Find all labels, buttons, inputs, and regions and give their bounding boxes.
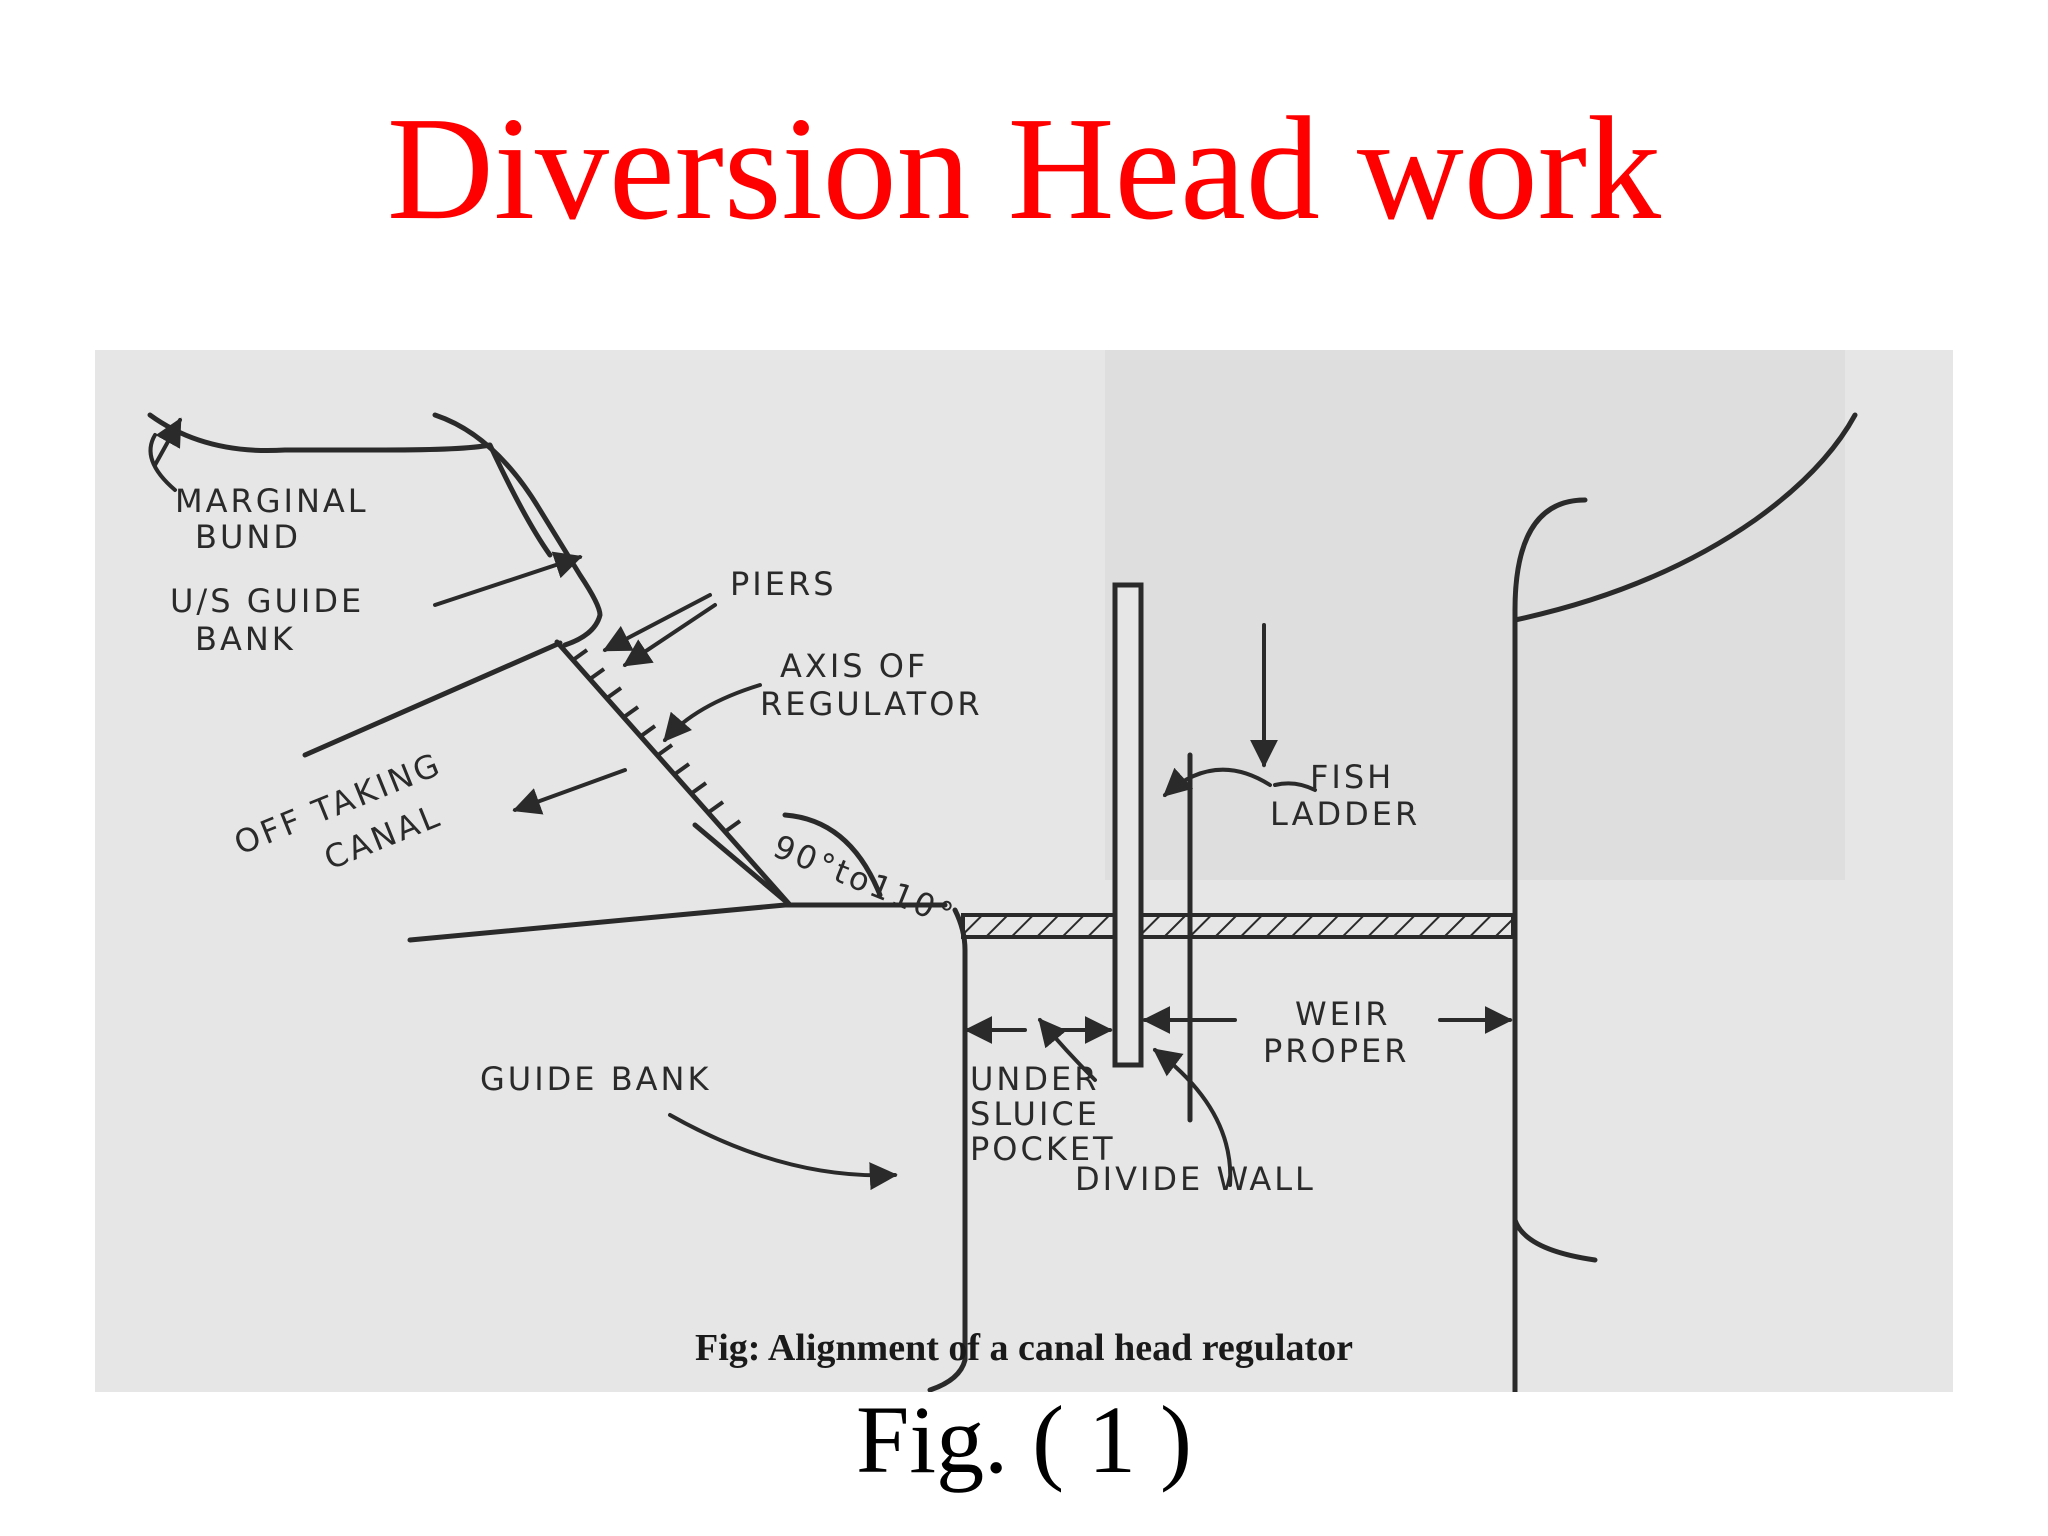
slide-title: Diversion Head work — [386, 87, 1662, 251]
canal-head-regulator-diagram: MARGINAL BUND U/S GUIDE BANK PIERS AXIS … — [147, 350, 1858, 1392]
right-bank-curve — [1512, 412, 1858, 623]
angle-arc — [782, 812, 883, 898]
label-under-sluice-pocket-1: UNDER — [970, 1060, 1099, 1098]
label-divide-wall: DIVIDE WALL — [1075, 1160, 1316, 1198]
label-piers: PIERS — [730, 565, 837, 603]
scan-shade — [1105, 350, 1845, 880]
label-fish-ladder-1: FISH — [1310, 758, 1394, 796]
label-guide-bank: GUIDE BANK — [480, 1060, 711, 1098]
figure-number: Fig. ( 1 ) — [856, 1386, 1192, 1493]
label-under-sluice-pocket-2: SLUICE — [970, 1095, 1100, 1133]
label-axis-of-regulator-1: AXIS OF — [780, 647, 928, 685]
divide-wall — [1112, 582, 1144, 1068]
fish-ladder-arrow — [1162, 767, 1272, 797]
label-axis-of-regulator-2: REGULATOR — [760, 685, 983, 723]
guide-bank-line — [927, 907, 968, 1392]
figure-caption: Fig: Alignment of a canal head regulator — [695, 1327, 1353, 1369]
diagram-panel: MARGINAL BUND U/S GUIDE BANK PIERS AXIS … — [95, 350, 1953, 1392]
piers-ticks — [571, 648, 742, 833]
weir-body — [961, 913, 1515, 939]
label-weir-proper-2: PROPER — [1263, 1032, 1409, 1070]
label-fish-ladder-2: LADDER — [1270, 795, 1420, 833]
piers-arrow-2 — [602, 593, 712, 652]
piers-arrow-1 — [622, 603, 717, 667]
marginal-bund-leader — [148, 433, 177, 492]
us-guide-bank-line — [432, 412, 603, 648]
under-sluice-arrow — [1038, 1017, 1097, 1082]
regulator-corner — [692, 822, 948, 908]
off-taking-arrow — [512, 768, 627, 815]
label-weir-proper-1: WEIR — [1295, 995, 1391, 1033]
label-marginal-bund-2: BUND — [195, 518, 301, 556]
canal-upper-bank — [302, 640, 563, 758]
right-bank-lower — [1512, 1217, 1598, 1263]
axis-arrow — [663, 683, 762, 743]
guide-bank-arrow — [668, 1113, 898, 1191]
canal-lower-bank — [407, 902, 793, 943]
marginal-bund-line — [147, 412, 553, 558]
fish-ladder-pointer — [1273, 781, 1317, 792]
marginal-bund-arrow — [153, 417, 182, 467]
label-marginal-bund-1: MARGINAL — [175, 482, 369, 520]
label-us-guide-bank-1: U/S GUIDE — [170, 582, 364, 620]
us-guide-bank-arrow — [433, 551, 583, 607]
regulator-axis — [554, 639, 793, 908]
label-under-sluice-pocket-3: POCKET — [970, 1130, 1116, 1168]
label-angle: 90°to110° — [768, 827, 961, 935]
divide-wall-arrow — [1152, 1048, 1233, 1187]
right-bank-line — [1512, 497, 1588, 1392]
label-us-guide-bank-2: BANK — [195, 620, 296, 658]
